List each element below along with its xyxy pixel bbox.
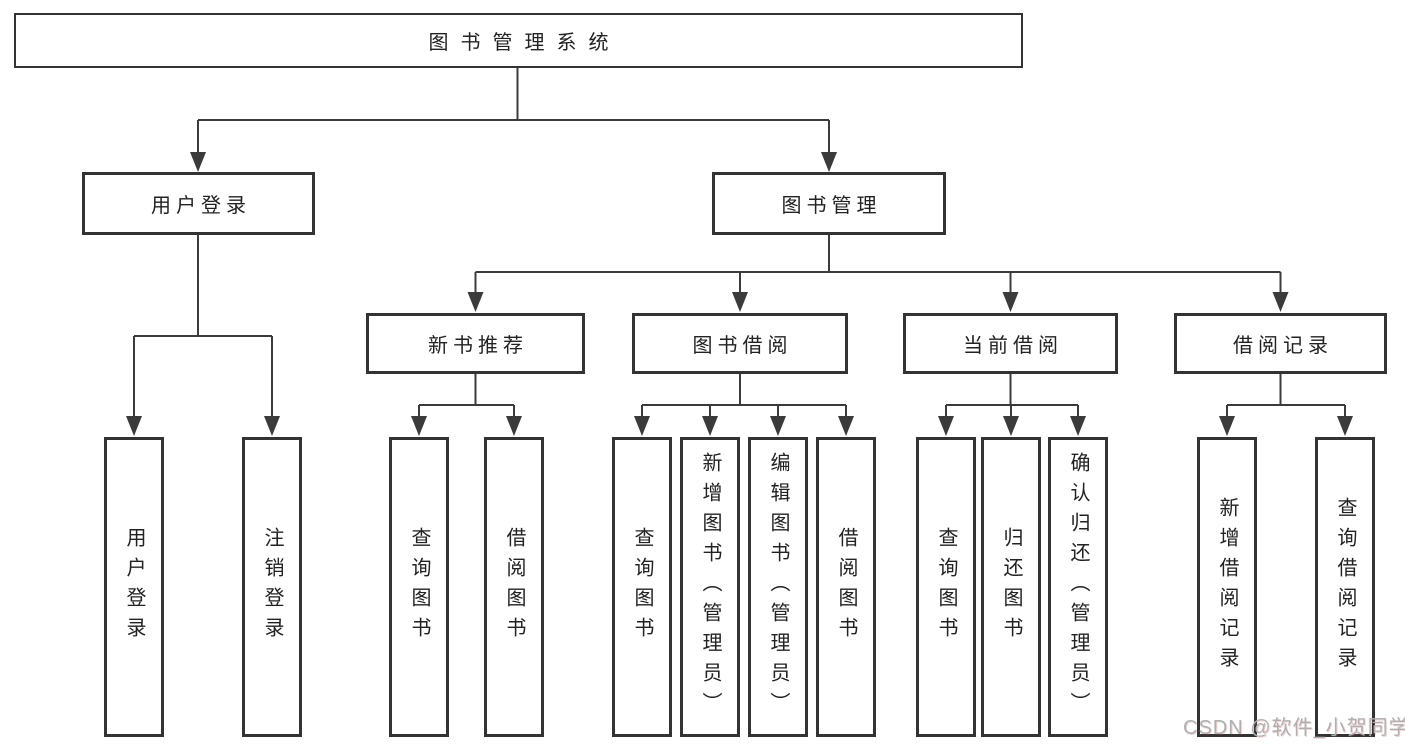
node-label: 确认归还（管理员） [1067,452,1089,722]
node-new-book-recommend: 新书推荐 [366,313,585,374]
connector-borrow-to-leaves [634,374,854,436]
node-label: 新增借阅记录 [1216,497,1238,677]
leaf-add-borrow-record: 新增借阅记录 [1197,437,1257,737]
node-label: 查询图书 [408,527,430,647]
connector-newbook-to-leaves [411,374,522,436]
node-label: 图书管理 [781,195,882,217]
node-label: 用户登录 [123,527,145,647]
node-label: 当前借阅 [963,335,1063,357]
node-label: 查询图书 [631,527,653,647]
connector-root-to-level1 [190,68,837,172]
leaf-borrow-books-recommend: 借阅图书 [484,437,544,737]
node-label: 查询借阅记录 [1334,497,1356,677]
leaf-add-book-admin: 新增图书（管理员） [680,437,740,737]
csdn-watermark: CSDN @软件_小贺同学 [1183,717,1405,739]
node-book-borrow: 图书借阅 [632,313,848,374]
node-label: 新书推荐 [428,335,528,357]
node-label: 借阅图书 [503,527,525,647]
node-book-management: 图书管理 [712,172,946,235]
node-borrow-records: 借阅记录 [1174,313,1387,374]
leaf-edit-book-admin: 编辑图书（管理员） [748,437,808,737]
node-label: 用户登录 [151,195,251,217]
leaf-logout: 注销登录 [242,437,302,737]
leaf-query-borrow-record: 查询借阅记录 [1315,437,1375,737]
leaf-user-login: 用户登录 [104,437,164,737]
node-system-root: 图书管理系统 [14,13,1023,68]
leaf-query-books-recommend: 查询图书 [389,437,449,737]
leaf-confirm-return-admin: 确认归还（管理员） [1048,437,1108,737]
node-label: 新增图书（管理员） [699,452,721,722]
node-user-login: 用户登录 [82,172,315,235]
node-label: 借阅图书 [835,527,857,647]
node-label: 借阅记录 [1233,335,1333,357]
leaf-return-book: 归还图书 [981,437,1041,737]
node-label: 查询图书 [935,527,957,647]
node-label: 注销登录 [261,527,283,647]
leaf-borrow-books: 借阅图书 [816,437,876,737]
connector-records-to-leaves [1219,374,1353,436]
node-current-borrow: 当前借阅 [903,313,1118,374]
node-label: 编辑图书（管理员） [767,452,789,722]
connector-current-to-leaves [938,374,1086,436]
node-label: 图书借阅 [692,335,793,357]
connector-userlogin-to-leaves [126,235,280,436]
connector-bookmgmt-to-level2 [467,235,1289,312]
node-label: 图书管理系统 [428,32,621,54]
node-label: 归还图书 [1000,527,1022,647]
leaf-query-books-borrow: 查询图书 [612,437,672,737]
leaf-query-books-current: 查询图书 [916,437,976,737]
